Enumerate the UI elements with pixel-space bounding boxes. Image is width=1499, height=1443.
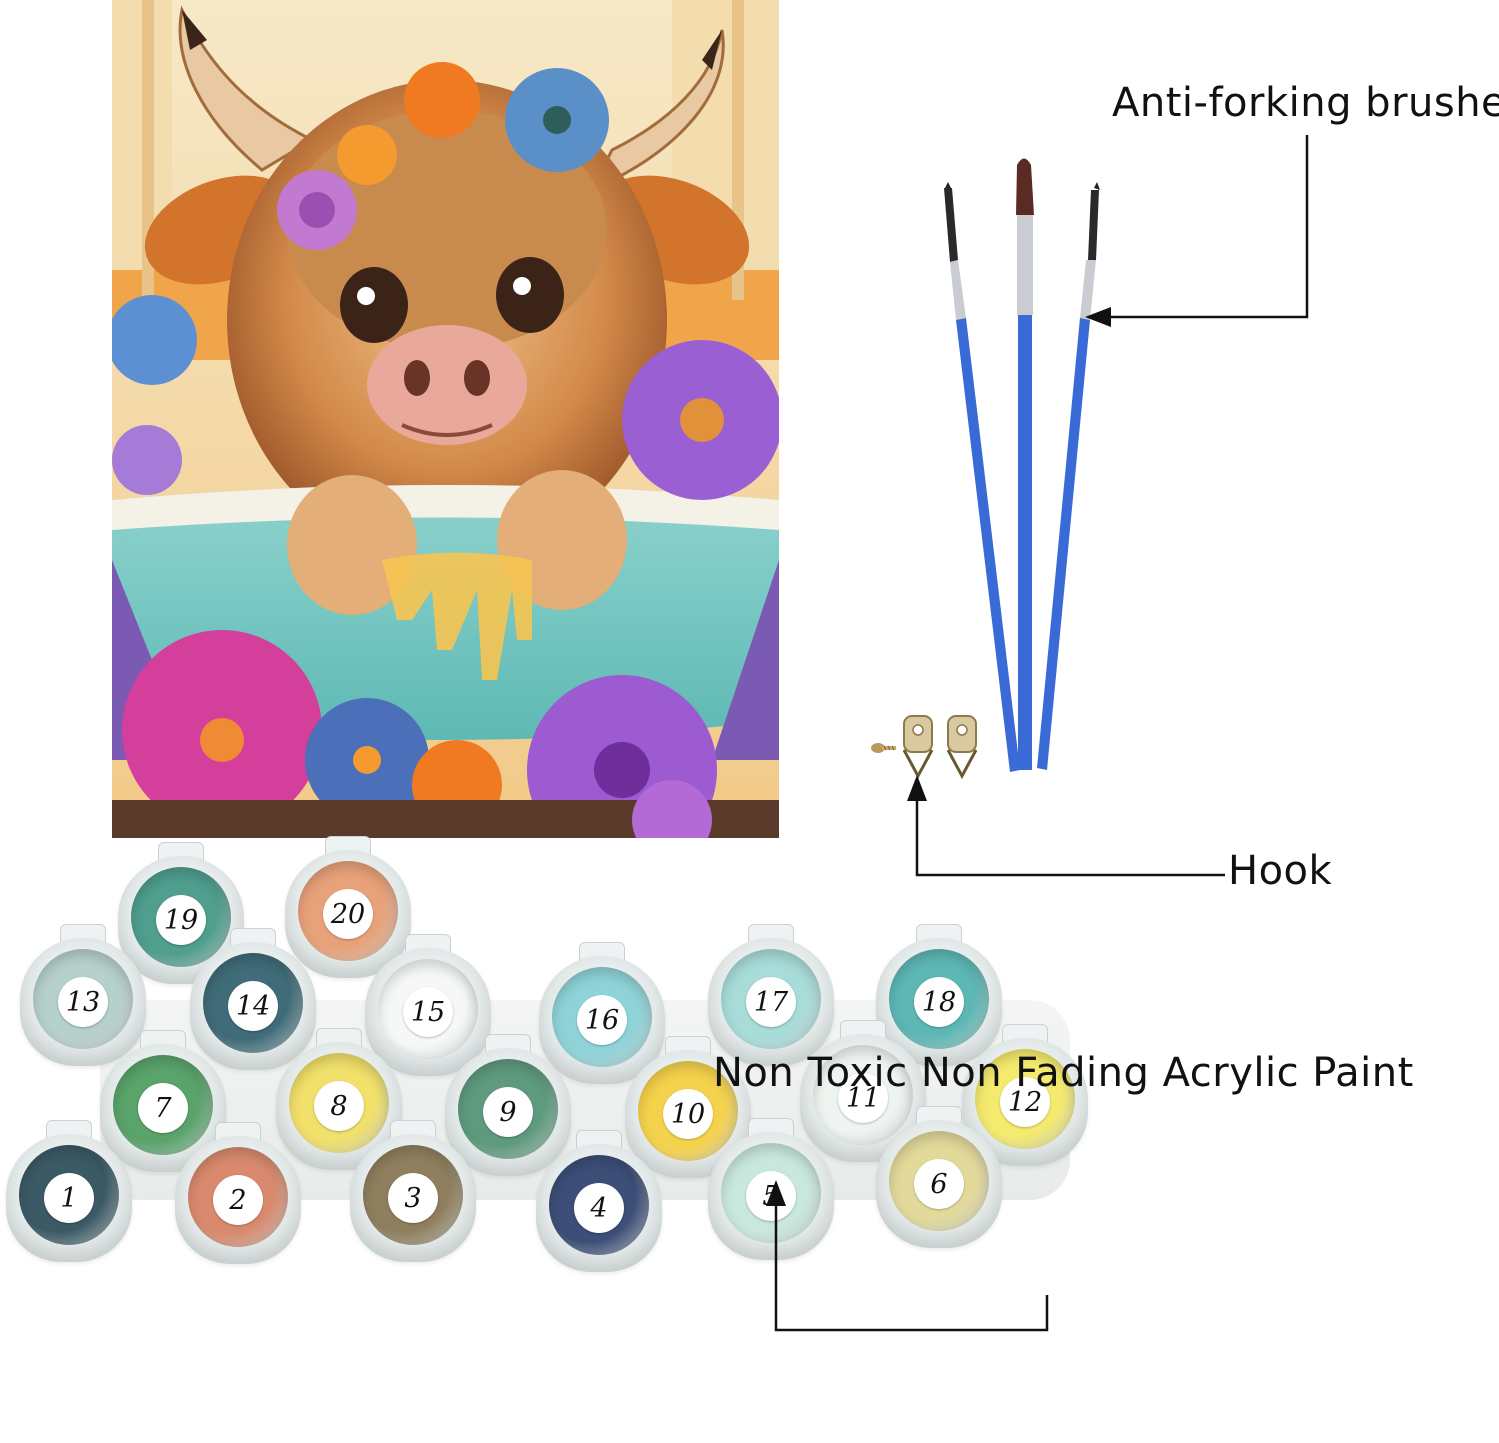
pot-number: 20: [323, 889, 373, 939]
hook-icon: [902, 715, 934, 780]
paint-pot: 20: [285, 836, 411, 980]
pot-number: 4: [574, 1183, 624, 1233]
paint-pot: 8: [276, 1028, 402, 1172]
paint-pot: 15: [365, 934, 491, 1078]
brushes-label: Anti-forking brushes: [1112, 80, 1499, 126]
paint-pot: 2: [175, 1122, 301, 1266]
paint-pot: 12: [962, 1024, 1088, 1168]
paint-pot: 13: [20, 924, 146, 1068]
hook-label: Hook: [1228, 848, 1333, 894]
pot-number: 11: [838, 1073, 888, 1123]
pot-number: 9: [483, 1087, 533, 1137]
pot-number: 3: [388, 1173, 438, 1223]
highland-cow-painting: [112, 0, 779, 838]
paint-pot: 7: [100, 1030, 226, 1174]
hook-hardware: [871, 715, 978, 780]
brush-icon: [944, 182, 1020, 772]
paint-pot: 16: [539, 942, 665, 1086]
brushes-illustration: [944, 158, 1100, 772]
pot-number: 2: [213, 1175, 263, 1225]
pot-number: 7: [138, 1083, 188, 1133]
screw-icon: [871, 743, 896, 753]
pot-number: 18: [914, 977, 964, 1027]
pot-number: 1: [44, 1173, 94, 1223]
pot-number: 19: [156, 895, 206, 945]
hook-pointer-arrow: [907, 775, 1225, 877]
pot-number: 15: [403, 987, 453, 1037]
paint-pointer-arrow: [766, 1180, 1049, 1332]
brush-icon: [1016, 158, 1034, 770]
pot-number: 8: [314, 1081, 364, 1131]
painting-art: [112, 0, 779, 838]
paint-label: Non Toxic Non Fading Acrylic Paint: [713, 1050, 1414, 1096]
paint-pot: 18: [876, 924, 1002, 1068]
pot-number: 6: [914, 1159, 964, 1209]
pot-number: 10: [663, 1089, 713, 1139]
hook-icon: [946, 715, 978, 780]
pot-number: 17: [746, 977, 796, 1027]
brush-icon: [1037, 182, 1100, 770]
paint-pot: 10: [625, 1036, 751, 1180]
paint-pot: 1: [6, 1120, 132, 1264]
pot-number: 16: [577, 995, 627, 1045]
paint-pot: 14: [190, 928, 316, 1072]
brushes-pointer-arrow: [1085, 135, 1309, 327]
paint-pot: 4: [536, 1130, 662, 1274]
paint-pot: 6: [876, 1106, 1002, 1250]
paint-pot: 9: [445, 1034, 571, 1178]
pot-number: 12: [1000, 1077, 1050, 1127]
paint-pot: 3: [350, 1120, 476, 1264]
pot-number: 14: [228, 981, 278, 1031]
paint-pot: 17: [708, 924, 834, 1068]
pot-number: 13: [58, 977, 108, 1027]
